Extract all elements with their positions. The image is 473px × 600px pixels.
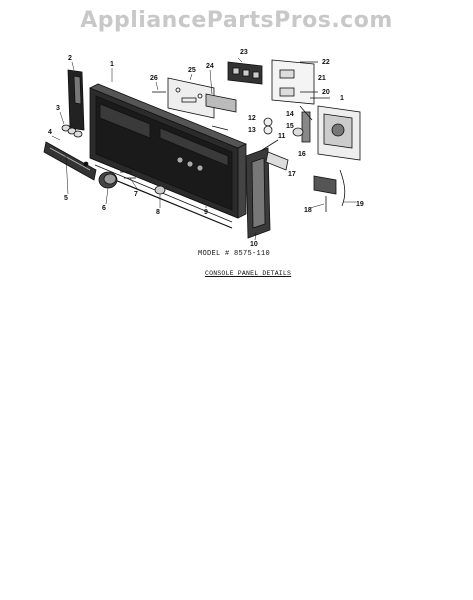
callout-10: 10 <box>250 241 258 248</box>
callout-14: 14 <box>286 111 294 118</box>
callout-19: 19 <box>356 201 364 208</box>
callout-13: 13 <box>248 127 256 134</box>
model-number: MODEL # 8575-110 <box>198 250 271 258</box>
left-end-cap <box>67 69 85 131</box>
callout-23: 23 <box>240 49 248 56</box>
callout-7: 7 <box>134 191 138 198</box>
push-buttons <box>61 124 83 138</box>
callout-18: 18 <box>304 207 312 214</box>
callout-11: 11 <box>278 133 286 140</box>
bracket-plate <box>167 77 215 119</box>
callout-5: 5 <box>64 195 68 202</box>
callout-24: 24 <box>206 63 214 70</box>
callout-15: 15 <box>286 123 294 130</box>
callout-17: 17 <box>288 171 296 178</box>
console-panel <box>89 83 247 223</box>
callout-26: 26 <box>150 75 158 82</box>
callout-4: 4 <box>48 129 52 136</box>
callout-8: 8 <box>156 209 160 216</box>
callout-6: 6 <box>102 205 106 212</box>
timer-cover <box>271 59 315 105</box>
site-watermark: AppliancePartsPros.com <box>80 8 393 33</box>
callout-25: 25 <box>188 67 196 74</box>
diagram-caption: CONSOLE PANEL DETAILS <box>205 270 292 277</box>
callout-22: 22 <box>322 59 330 66</box>
callout-2: 2 <box>68 55 72 62</box>
callout-20: 20 <box>322 89 330 96</box>
callout-12: 12 <box>248 115 256 122</box>
callout-21: 21 <box>318 75 326 82</box>
callout-1b: 1 <box>340 95 344 102</box>
timer-assembly <box>317 105 361 161</box>
relay <box>313 169 346 212</box>
side-panel <box>245 147 271 239</box>
callout-9: 9 <box>204 209 208 216</box>
timer-knob <box>98 171 118 189</box>
callout-16: 16 <box>298 151 306 158</box>
switch-strip <box>43 141 97 181</box>
callout-3: 3 <box>56 105 60 112</box>
callout-1a: 1 <box>110 61 114 68</box>
switch-block <box>227 61 263 85</box>
